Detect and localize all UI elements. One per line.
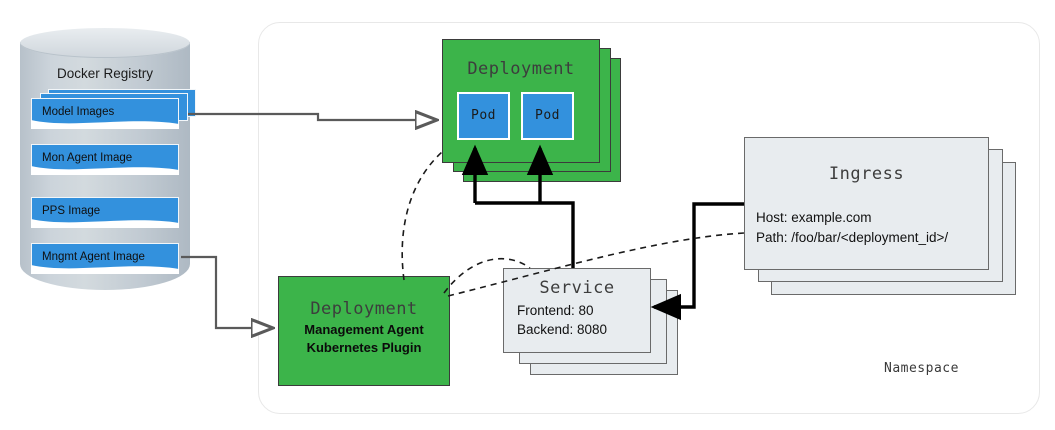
deployment-agent-line2: Kubernetes Plugin: [306, 340, 422, 355]
registry-image-mngmt-agent[interactable]: Mngmt Agent Image: [31, 243, 179, 274]
sheet-wave-icon: [31, 219, 179, 228]
pod-box-1[interactable]: Pod: [457, 92, 510, 140]
namespace-label: Namespace: [884, 361, 959, 376]
dashed-agent-to-service: [443, 257, 531, 294]
registry-image-label: Model Images: [42, 105, 115, 118]
registry-image-pps[interactable]: PPS Image: [31, 197, 179, 228]
arrow-model-images-to-deployment: [188, 114, 437, 120]
dashed-agent-to-ingress: [447, 232, 745, 297]
ingress-host: Host: example.com: [756, 210, 872, 225]
pod-label: Pod: [471, 107, 496, 123]
registry-title: Docker Registry: [56, 66, 154, 81]
sheet-wave-icon: [31, 120, 179, 129]
ingress-title: Ingress: [828, 164, 905, 184]
deployment-pods-box[interactable]: Deployment Pod Pod: [442, 39, 600, 163]
pod-box-2[interactable]: Pod: [521, 92, 574, 140]
sheet-wave-icon: [31, 265, 179, 274]
registry-image-label: Mon Agent Image: [42, 151, 133, 164]
arrow-ingress-to-service: [650, 202, 744, 321]
service-backend-port: Backend: 8080: [517, 322, 608, 337]
arrow-mngmt-image-to-agent: [181, 255, 273, 328]
deployment-agent-title: Deployment: [310, 299, 418, 319]
pod-label: Pod: [535, 107, 560, 123]
dashed-agent-to-deployment-pods: [401, 151, 443, 281]
sheet-wave-icon: [31, 166, 179, 175]
deployment-pods-title: Deployment: [467, 59, 575, 79]
ingress-box[interactable]: Ingress Host: example.com Path: /foo/bar…: [744, 137, 989, 270]
connector-service-to-pods: [475, 201, 575, 268]
registry-image-label: PPS Image: [42, 204, 101, 217]
service-title: Service: [539, 278, 615, 298]
service-box[interactable]: Service Frontend: 80 Backend: 8080: [503, 268, 651, 353]
registry-image-label: Mngmt Agent Image: [42, 250, 145, 263]
deployment-agent-line1: Management Agent: [304, 322, 424, 337]
registry-image-model-images[interactable]: Model Images: [31, 98, 179, 129]
ingress-path: Path: /foo/bar/<deployment_id>/: [756, 230, 949, 245]
registry-image-mon-agent[interactable]: Mon Agent Image: [31, 144, 179, 175]
service-frontend-port: Frontend: 80: [517, 303, 594, 318]
cylinder-top-ellipse: [20, 28, 190, 58]
deployment-agent-box[interactable]: Deployment Management Agent Kubernetes P…: [278, 276, 450, 386]
